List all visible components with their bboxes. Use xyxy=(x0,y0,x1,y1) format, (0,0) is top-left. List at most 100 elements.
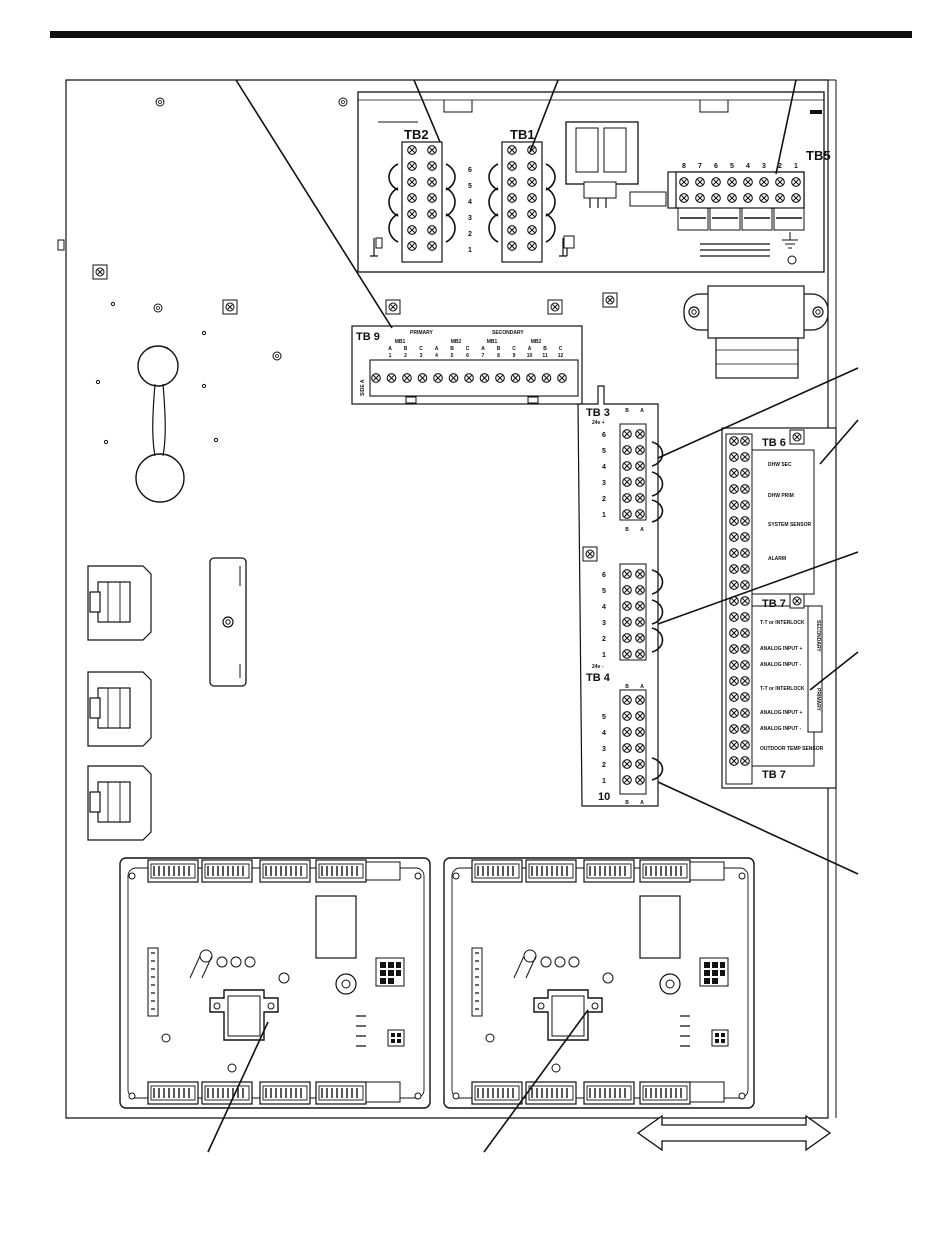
screw-icon xyxy=(729,516,739,526)
screw-icon xyxy=(427,241,437,251)
tb7-primary-side: PRIMARY xyxy=(815,688,821,712)
screw-icon xyxy=(635,493,645,503)
tb5-terminal-number: 3 xyxy=(762,163,766,170)
tb9-number: 10 xyxy=(527,353,533,359)
tb4-terminal-number: 5 xyxy=(602,588,606,595)
screw-icon xyxy=(527,241,537,251)
tb7-item-label: T-T or INTERLOCK xyxy=(760,620,805,626)
column-b-label: B xyxy=(625,800,629,806)
tb5-terminal-number: 2 xyxy=(778,163,782,170)
screw-icon xyxy=(495,373,505,383)
tb6-item-label: DHW SEC xyxy=(768,462,792,468)
tb5-terminal-number: 5 xyxy=(730,163,734,170)
screw-icon xyxy=(635,429,645,439)
panel-mounting-holes xyxy=(92,97,618,445)
screw-icon xyxy=(729,660,739,670)
tb4-voltage: 24v - xyxy=(592,664,604,670)
tb9-letter: B xyxy=(543,346,547,352)
screw-icon xyxy=(635,585,645,595)
screw-icon xyxy=(510,373,521,383)
transformer xyxy=(683,285,829,379)
tb9-letter: C xyxy=(466,346,470,352)
column-a-label: A xyxy=(640,800,644,806)
screw-icon xyxy=(635,649,645,659)
screw-icon xyxy=(729,692,739,702)
screw-icon xyxy=(743,177,753,187)
screw-icon xyxy=(622,601,632,611)
tb2-label: TB2 xyxy=(404,127,429,142)
tb2-terminal-number: 2 xyxy=(468,231,472,238)
screw-icon xyxy=(448,373,459,383)
screw-icon xyxy=(507,145,517,155)
keyhole-slot xyxy=(135,345,185,503)
tb4-bottom-number: 10 xyxy=(598,791,610,803)
tb9-letter: C xyxy=(559,346,563,352)
tb5-label: TB5 xyxy=(806,148,831,163)
screw-icon xyxy=(729,628,739,638)
screw-icon xyxy=(622,429,632,439)
tb9-letter: B xyxy=(404,346,408,352)
screw-icon xyxy=(729,612,739,622)
screw-icon xyxy=(740,484,750,494)
screw-icon xyxy=(407,241,417,251)
screw-icon xyxy=(743,193,753,203)
tb5-terminal-number: 4 xyxy=(746,163,750,170)
screw-icon xyxy=(740,532,750,542)
tb4-label: TB 4 xyxy=(586,672,611,684)
screw-icon xyxy=(729,532,739,542)
tb9-letter: B xyxy=(450,346,454,352)
screw-icon xyxy=(635,601,645,611)
screw-icon xyxy=(740,740,750,750)
tb4-terminal-number: 4 xyxy=(602,730,606,737)
screw-icon xyxy=(427,177,437,187)
tb9-primary-label: PRIMARY xyxy=(410,330,434,336)
screw-icon xyxy=(527,177,537,187)
tb7-item-label: ANALOG INPUT - xyxy=(760,726,801,732)
screw-icon xyxy=(527,225,537,235)
screw-icon xyxy=(622,477,632,487)
tb9-number: 5 xyxy=(451,353,454,359)
screw-icon xyxy=(775,193,785,203)
tb1-terminal-strip: TB1 xyxy=(488,127,556,263)
tb7-label-bottom: TB 7 xyxy=(762,769,786,781)
screw-icon xyxy=(740,644,750,654)
tb9-number: 12 xyxy=(558,353,564,359)
screw-icon xyxy=(729,500,739,510)
screw-icon xyxy=(507,225,517,235)
screw-icon xyxy=(622,743,632,753)
screw-icon xyxy=(427,145,437,155)
screw-icon xyxy=(622,759,632,769)
screw-icon xyxy=(622,493,632,503)
tb9-letter: C xyxy=(512,346,516,352)
tb9-group-label: MB1 xyxy=(487,339,498,345)
screw-icon xyxy=(679,193,689,203)
screw-icon xyxy=(427,193,437,203)
screw-icon xyxy=(622,711,632,721)
screw-icon xyxy=(740,596,750,606)
screw-icon xyxy=(740,692,750,702)
tb9-number: 11 xyxy=(542,353,548,359)
tb7-item-label: ANALOG INPUT + xyxy=(760,710,802,716)
screw-icon xyxy=(386,373,397,383)
screw-icon xyxy=(740,708,750,718)
screw-icon xyxy=(740,436,750,446)
screw-icon xyxy=(729,740,739,750)
tb2-terminal-number: 4 xyxy=(468,199,472,206)
screw-icon xyxy=(427,209,437,219)
column-b-label: B xyxy=(625,527,629,533)
tb3-terminal-number: 3 xyxy=(602,480,606,487)
screw-icon xyxy=(479,373,490,383)
tb3-voltage: 24v + xyxy=(592,420,605,426)
screw-icon xyxy=(729,676,739,686)
screw-icon xyxy=(729,756,739,766)
screw-icon xyxy=(729,452,739,462)
tb4-terminal-number: 2 xyxy=(602,636,606,643)
screw-icon xyxy=(507,193,517,203)
tb9-number: 1 xyxy=(389,353,392,359)
screw-icon xyxy=(507,209,517,219)
screw-icon xyxy=(740,676,750,686)
screw-icon xyxy=(622,445,632,455)
screw-icon xyxy=(740,612,750,622)
screw-icon xyxy=(729,548,739,558)
